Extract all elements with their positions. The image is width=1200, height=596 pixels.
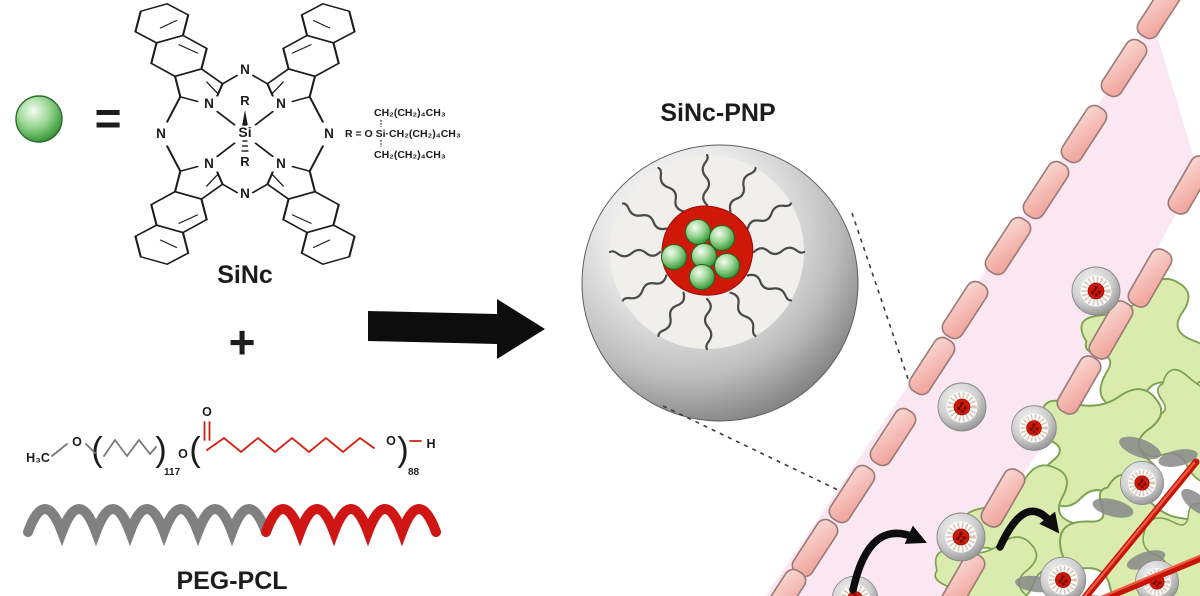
carbonyl-o-label: O bbox=[202, 405, 212, 419]
r-definition: R = O Si·CH₂(CH₂)₄CH₃ bbox=[345, 128, 461, 140]
nanoparticle bbox=[937, 513, 985, 561]
aza-n-label: N bbox=[240, 62, 250, 77]
macrocycle-quadrant bbox=[134, 2, 239, 126]
peg-block: H₃C O ( ) 117 O bbox=[26, 431, 188, 478]
vessel-scene bbox=[756, 0, 1200, 596]
close-paren: ) bbox=[155, 431, 166, 469]
macrocycle-quadrant bbox=[251, 142, 356, 266]
nanoparticle bbox=[938, 383, 986, 431]
pyrrole-n-label: N bbox=[276, 156, 286, 171]
si-label: Si bbox=[238, 124, 251, 140]
plus-sign: + bbox=[229, 316, 256, 368]
aza-n-label: N bbox=[324, 126, 334, 141]
sinc-molecules bbox=[661, 219, 740, 290]
r-chain-bottom: CH₂(CH₂)₄CH₃ bbox=[374, 149, 446, 161]
pcl-coil bbox=[261, 504, 441, 547]
peg-pcl-formula: H₃C O ( ) 117 O ( O O ) 88 H bbox=[26, 405, 435, 478]
reaction-arrow bbox=[368, 299, 545, 359]
open-paren: ( bbox=[189, 431, 201, 469]
sinc-pnp-label: SiNc-PNP bbox=[660, 99, 775, 127]
nucleus bbox=[1126, 550, 1166, 570]
hash-bond bbox=[241, 140, 249, 152]
sinc-green-sphere-icon bbox=[15, 95, 63, 143]
nucleus bbox=[1092, 498, 1134, 518]
macrocycle-quadrant bbox=[251, 2, 356, 126]
peg-pcl-label: PEG-PCL bbox=[176, 567, 287, 595]
nanoparticle bbox=[1012, 406, 1057, 451]
peg-coil bbox=[23, 504, 271, 547]
ester-o-label: O bbox=[178, 447, 188, 461]
r-chain-top: CH₂(CH₂)₄CH₃ bbox=[374, 107, 446, 119]
extravasation-arrow bbox=[849, 525, 927, 594]
r-label: R bbox=[240, 154, 250, 169]
nanoparticle bbox=[1120, 461, 1163, 504]
aza-n-label: N bbox=[240, 186, 250, 201]
peg-bonds bbox=[51, 438, 157, 458]
h3c-label: H₃C bbox=[26, 451, 50, 465]
open-paren: ( bbox=[91, 431, 103, 469]
ester-o-label: O bbox=[386, 434, 396, 448]
ether-o-label: O bbox=[72, 435, 82, 449]
close-paren: ) bbox=[397, 431, 408, 469]
nanoparticle bbox=[1072, 267, 1120, 315]
peg-repeat-count: 117 bbox=[164, 467, 181, 478]
sinc-pnp-sphere bbox=[581, 144, 859, 422]
pcl-block: ( O O ) 88 H bbox=[189, 405, 435, 478]
endothelial-cell-capsule bbox=[1133, 0, 1187, 43]
pcl-bonds bbox=[203, 421, 422, 454]
nucleus bbox=[1158, 449, 1198, 467]
extravasation-arrow bbox=[996, 507, 1060, 551]
terminal-h-label: H bbox=[426, 437, 435, 451]
sinc-label: SiNc bbox=[217, 261, 273, 289]
pyrrole-n-label: N bbox=[204, 96, 214, 111]
nucleus bbox=[1181, 488, 1200, 516]
pcl-repeat-count: 88 bbox=[408, 467, 420, 478]
sinc-legend: = bbox=[15, 92, 122, 144]
r-group-definition: CH₂(CH₂)₄CH₃ R = O Si·CH₂(CH₂)₄CH₃ CH₂(C… bbox=[344, 106, 463, 163]
polymer-coil bbox=[23, 504, 441, 547]
laser-highlights bbox=[1083, 461, 1200, 596]
aza-n-label: N bbox=[156, 126, 166, 141]
pyrrole-n-label: N bbox=[204, 156, 214, 171]
wedge-bond bbox=[242, 110, 248, 126]
nucleus bbox=[1119, 436, 1161, 460]
extravasation-arrows bbox=[849, 507, 1060, 594]
sinc-structure: N N N N N N N N Si R R bbox=[134, 2, 356, 266]
macrocycle-quadrant bbox=[134, 142, 239, 266]
equals-sign: = bbox=[95, 92, 122, 144]
laser-beam bbox=[1100, 554, 1200, 596]
pyrrole-n-label: N bbox=[276, 96, 286, 111]
r-label: R bbox=[240, 93, 250, 108]
